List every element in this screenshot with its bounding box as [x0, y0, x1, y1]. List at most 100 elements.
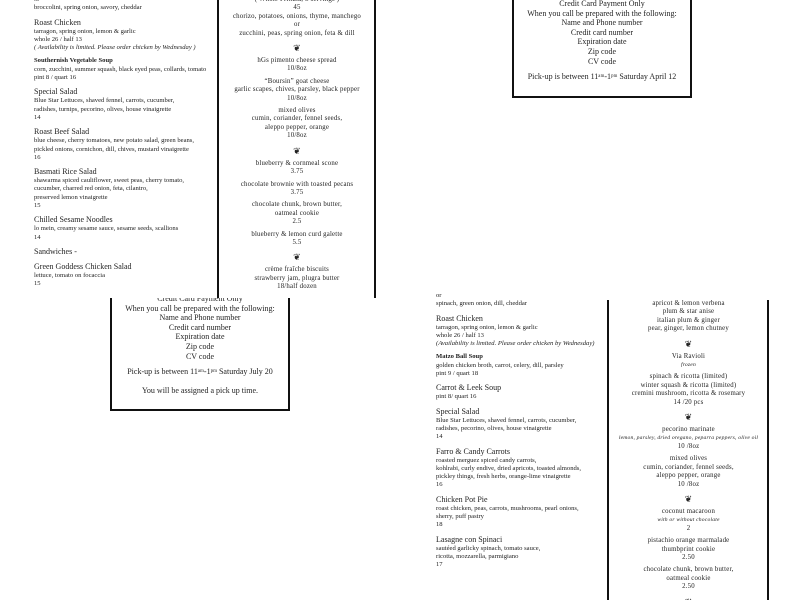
menu-item-title: Basmati Rice Salad: [34, 167, 97, 177]
ornament-icon: ❦: [684, 493, 693, 504]
menu-item-line: roasted merguez spiced candy carrots,: [436, 456, 537, 464]
menu-item-line: Blue Star Lettuces, shaved fennel, carro…: [34, 97, 175, 105]
menu-item-line: 10 /8oz: [677, 480, 700, 488]
menu-item-line: ricotta, mozzarella, parmigiano: [436, 552, 519, 560]
menu-item-title: Farro & Candy Carrots: [436, 446, 510, 456]
menu-item-line: or: [34, 0, 216, 4]
menu-item-line: kohlrabi, curly endive, dried apricots, …: [436, 464, 582, 472]
menu-item-note: ( Availability is limited. Please order …: [34, 44, 196, 52]
menu-item: Sandwiches -: [34, 247, 216, 257]
ornament-icon: ❦: [684, 338, 693, 349]
ornament-icon: ❦: [293, 145, 301, 156]
menu-item-line: “Boursin” goat cheese: [264, 77, 330, 85]
menu-item-note: frozen: [681, 362, 696, 369]
menu-item-line: 16: [34, 153, 41, 161]
menu-item-title: Chilled Sesame Noodles: [34, 215, 113, 225]
menu-item-line: cumin, coriander, fennel seeds,: [643, 463, 734, 471]
menu-item-line: Via Ravioli: [671, 352, 706, 360]
menu-item-title: Special Salad: [34, 87, 78, 97]
ornament-icon: ❦: [610, 596, 767, 600]
menu-item-line: mixed olives: [669, 455, 708, 463]
menu-item-line: pear, ginger, lemon chutney: [648, 325, 729, 333]
menu-item-line: 14 /20 pcs: [673, 398, 704, 406]
menu-item-line: radishes, pecorino, olives, house vinaig…: [436, 424, 552, 432]
pickup-assigned-note: You will be assigned a pick up time.: [141, 385, 259, 395]
menu-item: spinach & ricotta (limited)winter squash…: [610, 373, 767, 407]
menu-item-line: whole 26 / half 13: [34, 35, 82, 43]
menu-item-line: winter squash & ricotta (limited): [640, 381, 737, 389]
menu-item-line: shawarma spiced cauliflower, sweet peas,…: [34, 177, 185, 185]
payment-info-line: Expiration date: [577, 37, 627, 47]
menu-item-line: aleppo pepper, orange: [656, 472, 721, 480]
menu-item-line: 14: [34, 113, 41, 121]
menu-item-line: pint 8/ quart 16: [436, 393, 477, 401]
menu-item-line: italian plum & ginger: [657, 316, 720, 324]
menu-item-line: 15: [34, 202, 41, 210]
payment-info-line: When you call be prepared with the follo…: [527, 8, 677, 18]
menu-item-line: corn, zucchini, summer squash, black eye…: [34, 65, 207, 73]
payment-info-line: CV code: [185, 351, 215, 361]
menu-item-line: broccolini, spring onion, savory, chedda…: [34, 4, 142, 12]
menu-item-line: crème fraîche biscuits: [264, 266, 330, 274]
menu-item-title: Sandwiches -: [34, 246, 77, 256]
payment-info-line: Name and Phone number: [561, 18, 643, 28]
menu-item-line: apricot & lemon verbena: [652, 300, 725, 307]
menu-item-line: 3.75: [290, 168, 304, 176]
menu-item-line: cumin, coriander, fennel seeds,: [251, 115, 343, 123]
menu-item-title: Special Salad: [436, 406, 480, 416]
menu-item-line: sherry, puff pastry: [436, 513, 484, 521]
menu-item: ( Whole Frittata, 8 servings )45chorizo,…: [220, 0, 374, 38]
menu-item-line: blueberry & lemon curd galette: [251, 230, 343, 238]
menu-item-line: preserved lemon vinaigrette: [34, 193, 108, 201]
menu-item-title: Lasagne con Spinaci: [436, 534, 503, 544]
menu-item-line: 10/8oz: [287, 65, 307, 73]
page-border: [217, 0, 219, 298]
menu-item-line: hGs pimento cheese spread: [257, 57, 337, 65]
menu-item-line: or: [293, 21, 301, 29]
menu-item-line: spinach, green onion, dill, cheddar: [436, 300, 528, 308]
menu-item-title: Southernish Vegetable Soup: [34, 57, 113, 65]
menu-item: chocolate chunk, brown butter,oatmeal co…: [610, 566, 767, 591]
menu-item-price: 10 /8oz: [677, 442, 700, 450]
menu-item-title: Green Goddess Chicken Salad: [34, 261, 132, 271]
menu-item-line: golden chicken broth, carrot, celery, di…: [436, 361, 564, 369]
menu-item-line: mixed olives: [278, 107, 316, 115]
menu-item-line: 14: [34, 233, 41, 241]
menu-item-line: 2.5: [292, 218, 302, 226]
page-border: [767, 300, 769, 600]
payment-info-line: CV code: [587, 56, 617, 66]
menu-item-line: oatmeal cookie: [666, 574, 711, 582]
menu-item-line: blueberry & cornmeal scone: [255, 159, 339, 167]
menu-item-line: 10/8oz: [287, 94, 307, 102]
menu-item-line: blue cheese, cherry tomatoes, new potato…: [34, 137, 195, 145]
payment-info-line: Name and Phone number: [159, 313, 241, 323]
payment-info-line: Zip code: [185, 341, 215, 351]
menu-item-line: roast chicken, peas, carrots, mushrooms,…: [436, 504, 579, 512]
menu-item-line: 2.50: [682, 553, 695, 561]
menu-item-line: tarragon, spring onion, lemon & garlic: [436, 323, 538, 331]
menu-item-note: (Availability is limited. Please order c…: [436, 340, 595, 348]
menu-item-line: zucchini, peas, spring onion, feta & dil…: [239, 29, 355, 37]
menu-item-line: 3.75: [290, 188, 304, 196]
menu-item-title: Chicken Pot Pie: [436, 494, 488, 504]
menu-item-line: radishes, turnips, pecorino, olives, hou…: [34, 105, 172, 113]
payment-info-line: Expiration date: [175, 332, 225, 342]
menu-item-line: Blue Star Lettuces, shaved fennel, carro…: [436, 416, 577, 424]
